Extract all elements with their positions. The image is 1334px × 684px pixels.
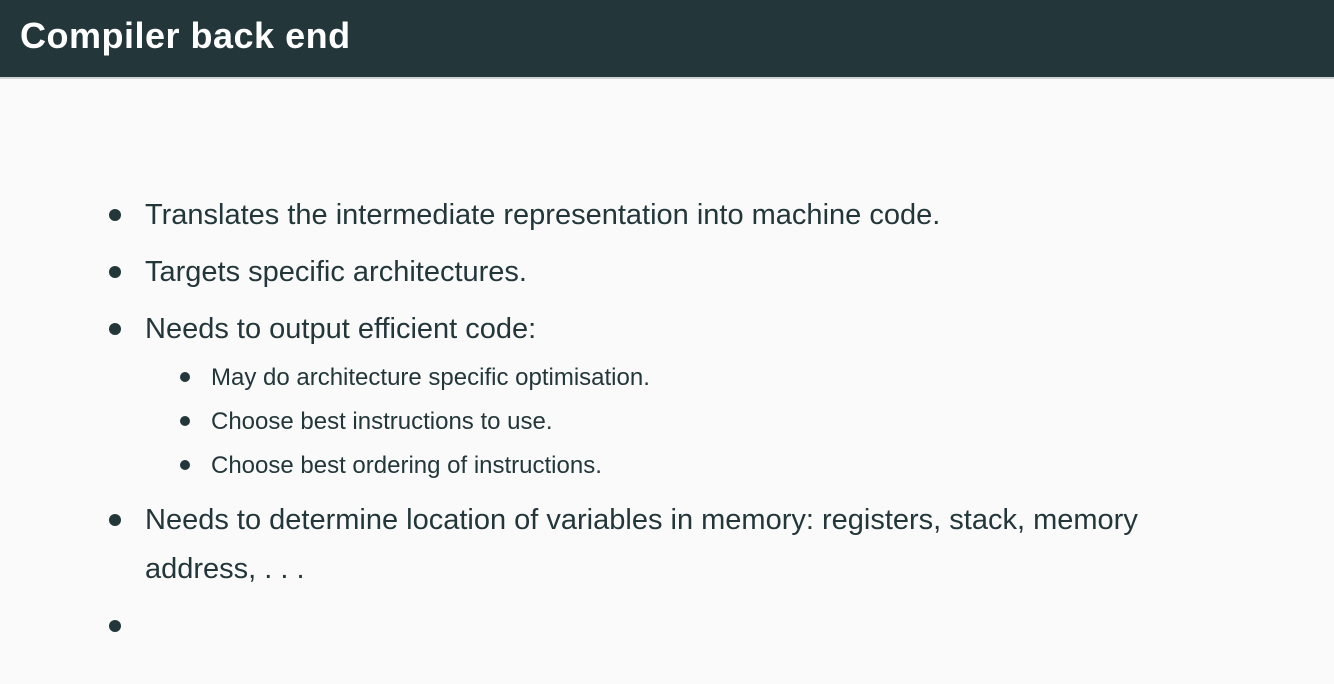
sub-bullet-text: Choose best ordering of instructions. [211,452,602,479]
bullet-item-targets: Targets specific architectures. [109,248,1264,297]
sub-bullet-text: May do architecture specific optimisatio… [211,364,650,391]
bullet-item-empty [109,602,1264,651]
sub-bullet-list: May do architecture specific optimisatio… [145,356,1264,488]
sub-bullet-item-optimisation: May do architecture specific optimisatio… [145,356,1264,400]
bullet-icon [109,323,121,335]
sub-bullet-item-instructions: Choose best instructions to use. [145,400,1264,444]
bullet-icon [180,460,190,470]
bullet-list: Translates the intermediate representati… [109,191,1264,651]
bullet-text: Targets specific architectures. [145,256,527,288]
bullet-icon [109,209,121,221]
bullet-content: Needs to output efficient code: May do a… [145,305,1264,488]
bullet-icon [180,372,190,382]
slide-title-bar: Compiler back end [0,0,1334,79]
bullet-text: Translates the intermediate representati… [145,199,941,231]
bullet-item-translates: Translates the intermediate representati… [109,191,1264,240]
slide-body: Translates the intermediate representati… [0,79,1334,651]
bullet-icon [109,620,121,632]
bullet-item-variable-location: Needs to determine location of variables… [109,496,1264,594]
bullet-text: Needs to output efficient code: [145,313,537,345]
slide-title: Compiler back end [20,14,351,56]
bullet-icon [109,266,121,278]
bullet-icon [109,514,121,526]
sub-bullet-text: Choose best instructions to use. [211,408,553,435]
bullet-item-efficient-code: Needs to output efficient code: May do a… [109,305,1264,488]
sub-bullet-item-ordering: Choose best ordering of instructions. [145,444,1264,488]
bullet-text: Needs to determine location of variables… [145,504,1138,585]
bullet-icon [180,416,190,426]
